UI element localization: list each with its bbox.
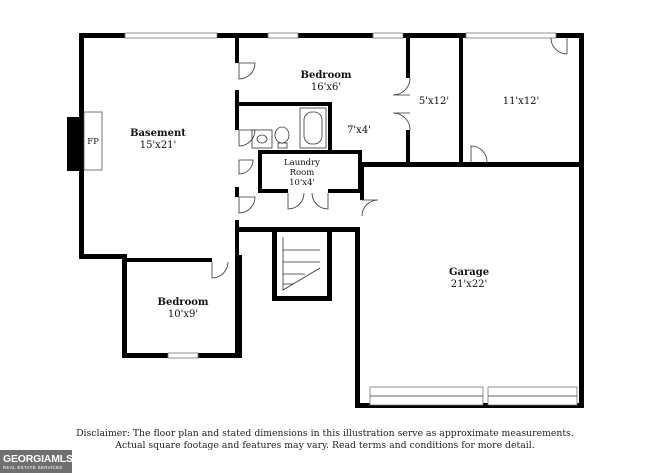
closet-5x12-dims: 5'x12': [419, 96, 449, 107]
laundry-dims: 10'x4': [289, 178, 315, 188]
disclaimer-line-2: Actual square footage and features may v…: [115, 440, 535, 451]
room-labels: Basement 15'x21' Bedroom 16'x6' 7'x4' 5'…: [130, 70, 539, 320]
bathroom-fixtures: [251, 107, 327, 149]
doors: [211, 37, 568, 279]
logo-subtext: REAL ESTATE SERVICES: [3, 465, 63, 470]
bathtub-basin: [303, 111, 323, 145]
fireplace-label: FP: [87, 137, 99, 147]
door-swing: [361, 199, 379, 217]
disclaimer: Disclaimer: The floor plan and stated di…: [0, 428, 650, 452]
door-swing: [311, 192, 329, 210]
sink-basin: [256, 134, 268, 144]
fireplace: FP: [67, 111, 103, 171]
bathtub: [299, 107, 327, 149]
door-swing: [238, 129, 256, 147]
stairs: [282, 237, 321, 291]
georgia-mls-logo: GEORGIAMLS REAL ESTATE SERVICES: [0, 450, 73, 473]
windows: [124, 32, 578, 406]
door-swing: [550, 37, 568, 55]
logo-text: GEORGIAMLS: [3, 453, 73, 465]
bedroom-bottom-label: Bedroom: [158, 297, 209, 308]
door-swing: [238, 196, 256, 214]
basement-dims: 15'x21': [140, 140, 177, 151]
bedroom-bottom-dims: 10'x9': [168, 309, 198, 320]
door-swing: [238, 62, 256, 80]
bedroom-top-dims: 16'x6': [311, 82, 341, 93]
door-swing: [392, 112, 411, 131]
door-swing: [287, 192, 305, 210]
garage-label: Garage: [449, 267, 489, 278]
door-swing: [470, 145, 488, 163]
sink: [251, 129, 273, 149]
garage-dims: 21'x22': [451, 279, 488, 290]
disclaimer-line-1: Disclaimer: The floor plan and stated di…: [76, 428, 574, 439]
laundry-label-line1: Laundry: [284, 158, 320, 168]
toilet: [274, 126, 290, 144]
toilet-tank: [277, 142, 288, 149]
bedroom-top-label: Bedroom: [301, 70, 352, 81]
door-swing: [392, 77, 411, 96]
laundry-label-line2: Room: [290, 168, 315, 178]
room-11x12-dims: 11'x12': [503, 96, 540, 107]
basement-label: Basement: [130, 128, 186, 139]
door-swing: [211, 261, 229, 279]
door-swing: [238, 159, 254, 175]
closet-7x4-dims: 7'x4': [347, 125, 371, 136]
